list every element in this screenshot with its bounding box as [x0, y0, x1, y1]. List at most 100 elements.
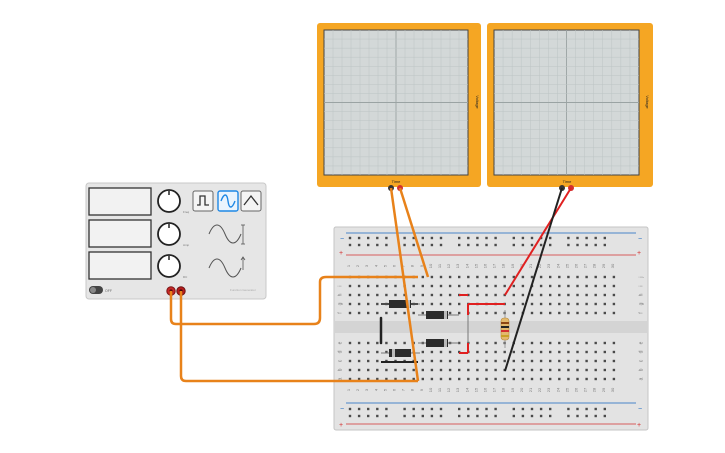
- terminal-hole[interactable]: [357, 359, 361, 363]
- terminal-hole[interactable]: [567, 377, 570, 381]
- diode-d2[interactable]: [418, 311, 459, 319]
- terminal-hole[interactable]: [385, 341, 388, 345]
- terminal-hole[interactable]: [558, 359, 561, 363]
- terminal-hole[interactable]: [612, 302, 616, 306]
- rail-hole[interactable]: [521, 414, 525, 418]
- terminal-hole[interactable]: [476, 350, 479, 354]
- rail-hole[interactable]: [594, 243, 597, 247]
- terminal-hole[interactable]: [485, 284, 488, 288]
- rail-hole[interactable]: [348, 414, 352, 418]
- rail-hole[interactable]: [348, 407, 352, 411]
- terminal-hole[interactable]: [521, 293, 525, 297]
- terminal-hole[interactable]: [521, 377, 525, 381]
- terminal-hole[interactable]: [448, 284, 452, 288]
- rail-hole[interactable]: [403, 414, 406, 418]
- rail-hole[interactable]: [521, 407, 525, 411]
- terminal-hole[interactable]: [476, 275, 479, 279]
- terminal-hole[interactable]: [476, 293, 479, 297]
- rail-hole[interactable]: [467, 407, 470, 411]
- terminal-hole[interactable]: [458, 311, 461, 315]
- terminal-hole[interactable]: [530, 293, 534, 297]
- rail-hole[interactable]: [549, 407, 552, 411]
- amplitude-knob[interactable]: [157, 222, 181, 246]
- rail-hole[interactable]: [421, 414, 424, 418]
- terminal-hole[interactable]: [612, 368, 616, 372]
- terminal-hole[interactable]: [612, 350, 616, 354]
- terminal-hole[interactable]: [539, 284, 543, 288]
- terminal-hole[interactable]: [412, 293, 415, 297]
- rail-hole[interactable]: [485, 414, 488, 418]
- rail-hole[interactable]: [403, 407, 406, 411]
- terminal-hole[interactable]: [439, 293, 443, 297]
- terminal-hole[interactable]: [458, 341, 461, 345]
- terminal-hole[interactable]: [439, 350, 443, 354]
- terminal-hole[interactable]: [576, 368, 579, 372]
- terminal-hole[interactable]: [539, 275, 543, 279]
- terminal-hole[interactable]: [576, 341, 579, 345]
- terminal-hole[interactable]: [612, 359, 616, 363]
- terminal-hole[interactable]: [421, 311, 424, 315]
- terminal-hole[interactable]: [476, 359, 479, 363]
- oscilloscope-1[interactable]: Time Voltage: [317, 23, 481, 191]
- terminal-hole[interactable]: [367, 368, 370, 372]
- rail-hole[interactable]: [485, 407, 488, 411]
- terminal-hole[interactable]: [549, 368, 552, 372]
- terminal-hole[interactable]: [512, 275, 515, 279]
- terminal-hole[interactable]: [558, 302, 561, 306]
- terminal-hole[interactable]: [485, 377, 488, 381]
- rail-hole[interactable]: [594, 414, 597, 418]
- rail-hole[interactable]: [348, 243, 352, 247]
- rail-hole[interactable]: [476, 236, 479, 240]
- terminal-hole[interactable]: [576, 275, 579, 279]
- terminal-hole[interactable]: [612, 341, 616, 345]
- terminal-hole[interactable]: [421, 284, 424, 288]
- diode-d3[interactable]: [418, 339, 459, 347]
- rail-hole[interactable]: [430, 243, 434, 247]
- terminal-hole[interactable]: [549, 293, 552, 297]
- terminal-hole[interactable]: [348, 293, 352, 297]
- terminal-hole[interactable]: [476, 341, 479, 345]
- terminal-hole[interactable]: [412, 368, 415, 372]
- terminal-hole[interactable]: [357, 350, 361, 354]
- terminal-hole[interactable]: [357, 341, 361, 345]
- terminal-hole[interactable]: [549, 350, 552, 354]
- rail-hole[interactable]: [576, 236, 579, 240]
- rail-hole[interactable]: [512, 243, 515, 247]
- terminal-hole[interactable]: [521, 368, 525, 372]
- rail-hole[interactable]: [403, 243, 406, 247]
- terminal-hole[interactable]: [348, 311, 352, 315]
- rail-hole[interactable]: [412, 407, 415, 411]
- terminal-hole[interactable]: [558, 341, 561, 345]
- terminal-hole[interactable]: [521, 275, 525, 279]
- terminal-hole[interactable]: [439, 284, 443, 288]
- rail-hole[interactable]: [549, 414, 552, 418]
- terminal-hole[interactable]: [367, 302, 370, 306]
- terminal-hole[interactable]: [558, 275, 561, 279]
- terminal-hole[interactable]: [448, 302, 452, 306]
- rail-hole[interactable]: [530, 236, 534, 240]
- rail-hole[interactable]: [376, 407, 379, 411]
- rail-hole[interactable]: [348, 236, 352, 240]
- terminal-hole[interactable]: [376, 284, 379, 288]
- terminal-hole[interactable]: [421, 377, 424, 381]
- terminal-hole[interactable]: [430, 350, 434, 354]
- terminal-hole[interactable]: [503, 350, 506, 354]
- terminal-hole[interactable]: [539, 293, 543, 297]
- rail-hole[interactable]: [494, 407, 497, 411]
- terminal-hole[interactable]: [576, 359, 579, 363]
- terminal-hole[interactable]: [403, 311, 406, 315]
- terminal-hole[interactable]: [585, 311, 588, 315]
- rail-hole[interactable]: [567, 414, 570, 418]
- rail-hole[interactable]: [576, 414, 579, 418]
- rail-hole[interactable]: [512, 414, 515, 418]
- orange-wire-generator-negative[interactable]: [179, 291, 418, 383]
- terminal-hole[interactable]: [530, 311, 534, 315]
- rail-hole[interactable]: [403, 236, 406, 240]
- terminal-hole[interactable]: [594, 350, 597, 354]
- terminal-hole[interactable]: [394, 311, 397, 315]
- diode-d1[interactable]: [381, 300, 420, 308]
- rail-hole[interactable]: [376, 414, 379, 418]
- terminal-hole[interactable]: [494, 350, 497, 354]
- terminal-hole[interactable]: [357, 302, 361, 306]
- terminal-hole[interactable]: [421, 302, 424, 306]
